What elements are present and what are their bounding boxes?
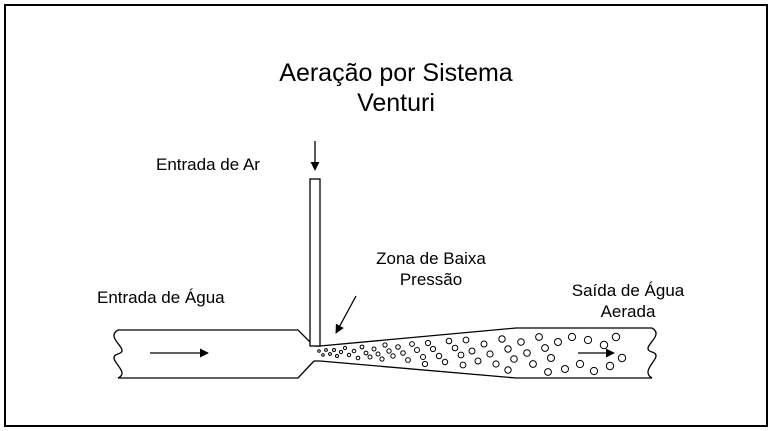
- air-bubble: [480, 340, 488, 348]
- air-bubble: [529, 360, 537, 368]
- flow-arrows: [150, 141, 615, 358]
- air-bubble: [492, 360, 500, 368]
- air-bubble: [462, 336, 470, 344]
- air-bubble: [599, 340, 609, 350]
- air-bubble: [375, 351, 381, 357]
- air-bubble: [342, 345, 348, 351]
- air-bubble: [363, 350, 369, 356]
- air-bubble: [498, 335, 506, 343]
- air-bubble: [338, 349, 344, 355]
- air-bubble: [317, 349, 321, 353]
- air-bubble: [332, 348, 336, 352]
- air-inlet-label: Entrada de Ar: [156, 155, 260, 174]
- air-bubble: [405, 357, 411, 363]
- air-bubble: [400, 350, 406, 356]
- inlet-pipe-break: [113, 329, 123, 379]
- air-bubble: [335, 354, 339, 358]
- air-bubble: [371, 346, 377, 352]
- air-bubble: [429, 345, 437, 353]
- air-bubble: [468, 347, 476, 355]
- air-bubble: [424, 339, 432, 347]
- diffuser-top-wall: [319, 327, 652, 347]
- air-bubble: [379, 356, 385, 362]
- air-bubble: [583, 335, 593, 345]
- title-line-2: Venturi: [357, 89, 435, 117]
- air-bubble: [541, 344, 549, 352]
- air-bubbles: [317, 332, 627, 376]
- air-bubble: [517, 338, 525, 346]
- air-bubble: [605, 361, 615, 371]
- air-bubble: [611, 332, 621, 342]
- inlet-pipe-top-wall: [118, 329, 315, 347]
- inlet-pipe-bottom-wall: [118, 360, 315, 379]
- aerated-water-outlet-label: Saída de Água Aerada: [553, 280, 703, 322]
- outlet-pipe-break: [647, 327, 657, 379]
- low-pressure-zone-label: Zona de Baixa Pressão: [358, 248, 504, 290]
- air-bubble: [486, 350, 494, 358]
- diffuser-bottom-wall: [319, 360, 652, 379]
- outlet-label-line-1: Saída de Água: [571, 281, 685, 300]
- air-bubble: [567, 332, 577, 342]
- air-bubble: [544, 368, 552, 376]
- air-bubble: [474, 357, 482, 365]
- air-inlet-tube: [309, 178, 321, 347]
- diagram-frame: [4, 4, 768, 427]
- air-bubble: [395, 344, 401, 350]
- air-bubble: [445, 337, 453, 345]
- air-bubble: [504, 366, 512, 374]
- air-bubble: [409, 341, 415, 347]
- air-bubble: [504, 345, 512, 353]
- air-bubble: [324, 348, 328, 352]
- air-bubble: [547, 354, 555, 362]
- air-bubble: [321, 353, 325, 357]
- air-bubble: [328, 352, 332, 356]
- outlet-label-line-2: Aerada: [600, 302, 656, 321]
- air-bubble: [617, 353, 627, 363]
- air-bubble: [575, 359, 585, 369]
- air-bubble: [382, 342, 388, 348]
- air-bubble: [420, 354, 426, 360]
- air-bubble: [351, 348, 357, 354]
- air-bubble: [451, 344, 459, 352]
- venturi-pipe: [113, 327, 657, 379]
- air-bubble: [535, 333, 543, 341]
- air-bubble: [421, 360, 429, 368]
- air-bubble: [510, 355, 518, 363]
- air-bubble: [414, 347, 420, 353]
- air-bubble: [386, 348, 392, 354]
- air-bubble: [435, 352, 443, 360]
- air-bubble: [523, 349, 531, 357]
- air-bubble: [390, 353, 396, 359]
- air-bubble: [561, 365, 569, 373]
- air-bubble: [355, 355, 361, 361]
- low-pressure-pointer-arrow: [335, 295, 357, 334]
- title-line-1: Aeração por Sistema: [279, 59, 513, 87]
- air-bubble: [457, 351, 465, 359]
- air-bubble: [554, 338, 562, 346]
- low-pressure-label-line-1: Zona de Baixa: [376, 249, 486, 268]
- air-bubble: [441, 358, 449, 366]
- water-inlet-label: Entrada de Água: [97, 288, 225, 307]
- air-bubble: [367, 354, 373, 360]
- air-bubble: [346, 352, 352, 358]
- air-bubble: [589, 366, 599, 376]
- air-bubble: [359, 344, 365, 350]
- diagram-title: Aeração por Sistema Venturi: [0, 58, 774, 118]
- air-bubble: [459, 361, 467, 369]
- low-pressure-label-line-2: Pressão: [399, 270, 463, 289]
